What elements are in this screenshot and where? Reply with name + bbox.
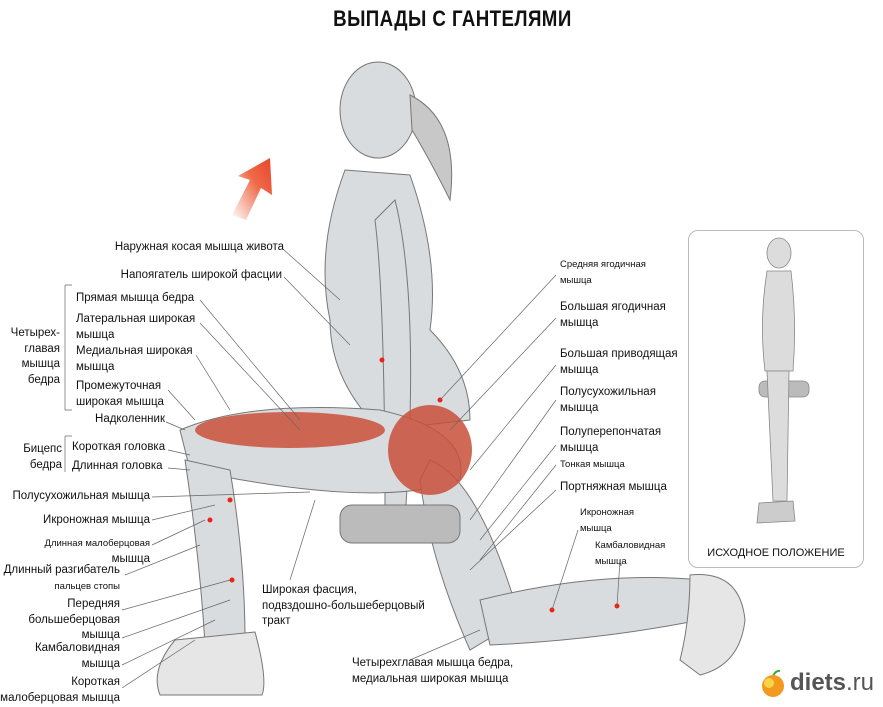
label-semimembranosus: Полуперепончатая мышца xyxy=(560,425,661,456)
label-line: мышца xyxy=(560,401,599,414)
label-line: мышца xyxy=(81,629,120,641)
label-line: Промежуточная xyxy=(76,380,162,392)
biceps-group-label: Бицепс бедра xyxy=(0,442,62,473)
label-line: Тонкая мышца xyxy=(560,459,625,470)
label-soleus-right: Камбаловидная мышца xyxy=(595,538,665,569)
starting-position-caption: ИСХОДНОЕ ПОЛОЖЕНИЕ xyxy=(707,547,845,559)
label-extensor-digitorum: Длинный разгибатель пальцев стопы xyxy=(0,563,120,594)
label-line: Прямая мышца бедра xyxy=(76,292,195,304)
logo-tld: .ru xyxy=(846,669,875,696)
back-foot xyxy=(679,574,746,676)
label-line: большеберцовая xyxy=(28,613,120,626)
group-line: главая xyxy=(24,342,60,355)
group-line: бедра xyxy=(27,373,60,386)
label-soleus-left: Камбаловидная мышца xyxy=(0,641,120,672)
label-line: малоберцовая мышца xyxy=(0,691,120,704)
label-gluteus-medius: Средняя ягодичная мышца xyxy=(560,257,646,288)
logo-name: diets xyxy=(790,669,847,696)
label-line: мышца xyxy=(580,522,612,534)
label-line: Наружная косая мышца живота xyxy=(114,241,284,253)
label-vastus-lateralis: Латеральная широкая мышца xyxy=(76,312,195,343)
label-line: мышца xyxy=(560,316,599,329)
label-line: Длинная малоберцовая xyxy=(44,538,150,549)
front-shin xyxy=(184,459,246,646)
label-line: подвздошно-большеберцовый xyxy=(262,599,425,612)
label-gluteus-maximus: Большая ягодичная мышца xyxy=(560,300,666,331)
label-line: мышца xyxy=(111,552,150,565)
dumbbell xyxy=(339,504,461,544)
ponytail xyxy=(409,94,453,202)
label-line: мышца xyxy=(76,328,115,341)
label-line: Передняя xyxy=(67,598,120,610)
label-sartorius: Портняжная мышца xyxy=(560,480,667,496)
label-line: Надколенник xyxy=(95,413,165,425)
starting-position-panel: ИСХОДНОЕ ПОЛОЖЕНИЕ xyxy=(688,230,864,568)
label-line: Полуперепончатая xyxy=(560,426,662,438)
upward-arrow-icon xyxy=(232,158,272,220)
label-external-oblique: Наружная косая мышца живота xyxy=(0,240,284,256)
label-quadriceps-medialis: Четырехглавая мышца бедра, медиальная шир… xyxy=(352,656,513,687)
label-line: Медиальная широкая xyxy=(76,345,193,357)
label-vastus-medialis: Медиальная широкая мышца xyxy=(76,344,193,375)
label-line: мышца xyxy=(560,441,599,454)
label-line: Напоягатель широкой фасции xyxy=(120,269,282,281)
label-gracilis: Тонкая мышца xyxy=(560,457,625,473)
label-line: Четырехглавая мышца бедра, xyxy=(352,657,514,669)
label-line: мышца xyxy=(595,555,627,567)
label-line: Длинный разгибатель xyxy=(3,564,120,576)
label-line: Широкая фасция, xyxy=(262,584,357,596)
back-shin xyxy=(479,577,701,646)
head xyxy=(339,61,417,159)
label-line: Полусухожильная мышца xyxy=(12,490,151,502)
label-line: Портняжная мышца xyxy=(560,481,667,493)
label-rectus-femoris: Прямая мышца бедра xyxy=(76,291,194,307)
label-line: мышца xyxy=(560,363,599,376)
label-line: Большая ягодичная xyxy=(560,301,666,313)
group-line: Бицепс xyxy=(23,443,62,455)
quadriceps-group-label: Четырех- главая мышца бедра xyxy=(0,326,60,388)
group-line: мышца xyxy=(21,358,60,370)
label-line: мышца xyxy=(76,360,115,373)
label-short-head: Короткая головка xyxy=(72,440,165,456)
label-iliotibial-tract: Широкая фасция, подвздошно-большеберцовый… xyxy=(262,583,425,630)
label-vastus-intermedius: Промежуточная широкая мышца xyxy=(76,379,164,410)
label-line: Икроножная мышца xyxy=(43,514,150,526)
standing-figure-illustration xyxy=(756,237,810,524)
group-line: бедра xyxy=(29,458,62,471)
label-gastrocnemius: Икроножная мышца xyxy=(0,513,150,529)
label-gastrocnemius-right: Икроножная мышца xyxy=(580,505,634,536)
diets-logo[interactable]: diets.ru xyxy=(760,668,874,698)
label-line: Латеральная широкая xyxy=(76,313,196,325)
label-line: Длинная головка xyxy=(72,460,163,472)
label-line: тракт xyxy=(262,615,291,627)
label-line: Полусухожильная xyxy=(560,386,656,398)
label-semitendinosus-right: Полусухожильная мышца xyxy=(560,385,656,416)
label-semitendinosus: Полусухожильная мышца xyxy=(0,489,151,505)
label-line: Большая приводящая xyxy=(560,348,678,360)
label-line: мышца xyxy=(560,274,592,286)
label-line: широкая мышца xyxy=(76,395,164,408)
label-line: Средняя ягодичная xyxy=(560,259,646,270)
label-tensor-fasciae: Напоягатель широкой фасции xyxy=(0,268,282,284)
label-patella: Надколенник xyxy=(0,412,165,428)
leader-lines xyxy=(64,249,621,689)
page-title: ВЫПАДЫ С ГАНТЕЛЯМИ xyxy=(333,6,572,31)
label-peroneus-brevis: Короткая малоберцовая мышца xyxy=(0,675,120,706)
label-line: пальцев стопы xyxy=(54,580,120,592)
label-peroneus-longus: Длинная малоберцовая мышца xyxy=(0,536,150,567)
label-line: мышца xyxy=(81,657,120,670)
label-long-head: Длинная головка xyxy=(72,459,163,475)
front-shoe xyxy=(156,631,265,696)
label-line: Камбаловидная xyxy=(595,540,666,551)
label-tibialis-anterior: Передняя большеберцовая мышца xyxy=(0,597,120,644)
label-line: Икроножная xyxy=(580,507,635,518)
label-line: медиальная широкая мышца xyxy=(352,672,509,685)
logo-text: diets.ru xyxy=(790,669,874,697)
label-adductor-magnus: Большая приводящая мышца xyxy=(560,347,678,378)
group-line: Четырех- xyxy=(10,327,60,339)
label-line: Короткая xyxy=(71,676,120,688)
label-line: Камбаловидная xyxy=(34,642,120,654)
apple-icon xyxy=(762,669,784,697)
label-line: Короткая головка xyxy=(72,441,166,453)
